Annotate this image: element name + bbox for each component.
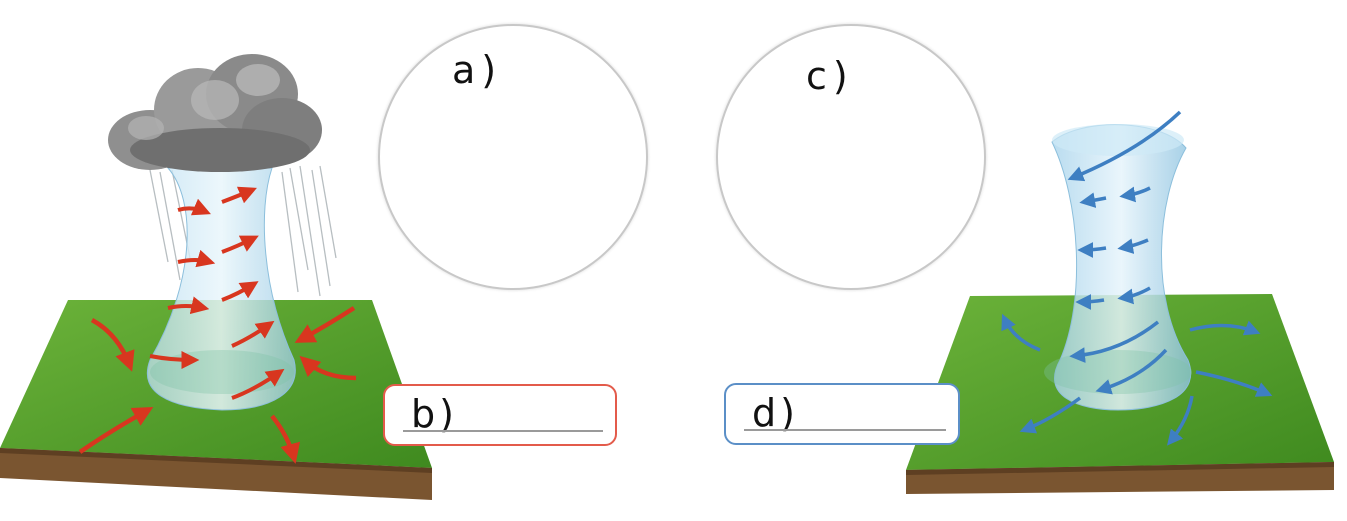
rising-air-arrows [149,186,285,400]
writing-line-d [744,429,946,431]
label-a: a) [452,48,503,92]
label-b: b) [411,392,458,436]
diverging-ground-arrows [1001,313,1273,446]
storm-cloud [108,54,322,172]
answer-circle-c[interactable]: c) [716,24,986,290]
rain-streaks [149,165,337,297]
label-d: d) [752,391,799,435]
answer-box-b[interactable]: b) [383,384,617,446]
answer-box-d[interactable]: d) [724,383,960,445]
answer-circle-a[interactable]: a) [378,24,648,290]
writing-line-b [403,430,603,432]
funnel-right [1044,124,1192,411]
converging-ground-arrows [78,306,357,464]
funnel-left [146,167,296,411]
sinking-air-arrows [1067,110,1182,395]
label-c: c) [806,54,854,98]
